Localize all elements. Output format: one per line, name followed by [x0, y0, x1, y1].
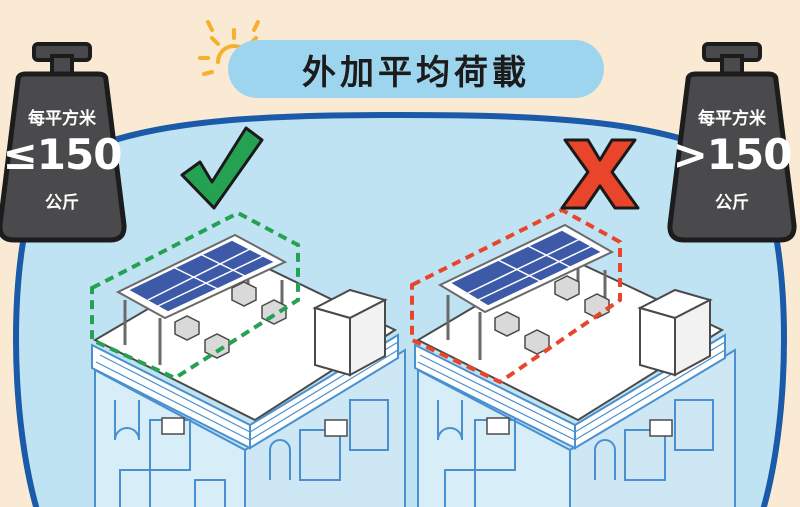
right-weight-value: >150 [672, 130, 793, 179]
right-rooftop-cabinet [637, 288, 713, 377]
right-dashed-outline [410, 207, 622, 385]
title-banner: 外加平均荷載 [228, 40, 604, 98]
checkmark-icon [180, 126, 264, 210]
left-weight-unit: 公斤 [45, 193, 79, 213]
left-building [90, 210, 406, 507]
left-weight-icon [0, 42, 127, 243]
cross-icon [560, 138, 640, 210]
left-solar-panel-icon [115, 233, 288, 365]
right-solar-panel-icon [437, 223, 615, 360]
page-title: 外加平均荷載 [302, 52, 530, 93]
left-rooftop-cabinet [312, 288, 388, 377]
left-weight-per-sqm: 每平方米 [28, 109, 96, 129]
right-weight-icon [667, 42, 797, 243]
left-dashed-outline [90, 210, 300, 381]
left-weight-value: ≤150 [2, 130, 123, 179]
right-weight-unit: 公斤 [715, 193, 749, 213]
right-building [410, 207, 736, 507]
right-weight-per-sqm: 每平方米 [698, 109, 766, 129]
